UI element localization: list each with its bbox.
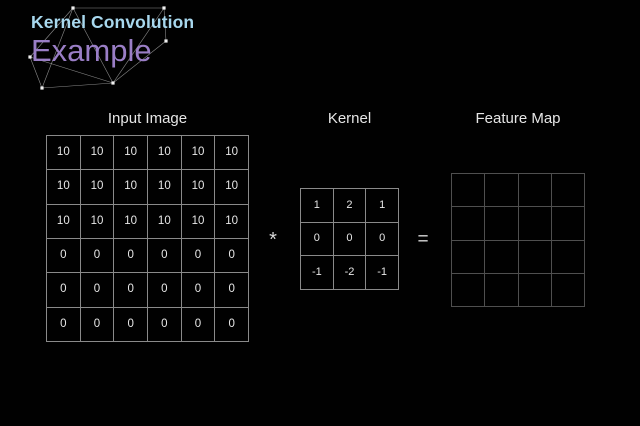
matrix-cell — [551, 273, 585, 307]
matrix-cell: 0 — [80, 273, 115, 308]
matrix-cell: 10 — [80, 204, 115, 239]
constellation-node-0 — [71, 6, 75, 10]
matrix-cell: 10 — [80, 136, 115, 171]
page-subtitle: Example — [31, 33, 152, 68]
matrix-cell: 0 — [181, 273, 216, 308]
title-block: Kernel Convolution Example — [31, 12, 194, 69]
matrix-cell — [485, 273, 519, 307]
matrix-cell: 0 — [80, 238, 115, 274]
matrix-cell — [518, 273, 552, 307]
matrix-cell: 0 — [333, 222, 367, 257]
matrix-cell — [551, 174, 585, 208]
matrix-cell — [452, 174, 486, 208]
matrix-cell — [485, 207, 519, 241]
matrix-cell: 10 — [47, 136, 81, 171]
matrix-cell: 10 — [114, 204, 148, 239]
matrix-cell: 0 — [181, 307, 216, 342]
matrix-cell — [452, 273, 486, 307]
matrix-cell: 0 — [148, 307, 182, 342]
matrix-cell — [551, 207, 585, 241]
feature-map-grid — [451, 173, 585, 307]
matrix-cell: 0 — [47, 307, 81, 342]
matrix-cell — [452, 240, 486, 274]
matrix-cell: 10 — [148, 204, 182, 239]
matrix-cell: 10 — [181, 136, 216, 171]
page-title: Kernel Convolution — [31, 12, 195, 32]
matrix-cell: 10 — [215, 170, 249, 205]
kernel-heading: Kernel — [327, 110, 372, 127]
matrix-cell: 10 — [114, 170, 148, 205]
matrix-cell: 10 — [47, 204, 81, 239]
matrix-cell: 0 — [181, 238, 216, 274]
matrix-cell — [485, 174, 519, 208]
matrix-cell: 10 — [148, 170, 182, 205]
matrix-cell — [551, 240, 585, 274]
matrix-cell: 10 — [181, 170, 216, 205]
matrix-cell: 10 — [215, 136, 249, 171]
matrix-cell: -1 — [301, 256, 334, 290]
matrix-cell: 10 — [114, 136, 148, 171]
matrix-cell: 1 — [366, 189, 399, 223]
equals-operator: = — [417, 229, 429, 250]
matrix-cell: -2 — [333, 256, 367, 290]
matrix-cell — [452, 207, 486, 241]
matrix-cell: 2 — [333, 189, 367, 223]
matrix-cell: 0 — [215, 273, 249, 308]
matrix-cell: -1 — [366, 256, 399, 290]
constellation-node-1 — [162, 6, 166, 10]
matrix-cell: 10 — [148, 136, 182, 171]
matrix-cell — [518, 174, 552, 208]
feature-map-heading: Feature Map — [475, 110, 561, 127]
matrix-cell — [518, 207, 552, 241]
matrix-cell: 1 — [301, 189, 334, 223]
constellation-node-3 — [40, 86, 44, 90]
matrix-cell: 0 — [114, 238, 148, 274]
matrix-cell: 10 — [47, 170, 81, 205]
constellation-node-4 — [111, 81, 115, 85]
matrix-cell: 0 — [47, 238, 81, 274]
matrix-cell: 0 — [114, 273, 148, 308]
matrix-cell: 0 — [215, 238, 249, 274]
matrix-cell: 10 — [80, 170, 115, 205]
matrix-cell: 10 — [181, 204, 216, 239]
matrix-cell: 0 — [47, 273, 81, 308]
matrix-cell: 0 — [301, 222, 334, 257]
matrix-cell: 10 — [215, 204, 249, 239]
matrix-cell: 0 — [215, 307, 249, 342]
convolution-operator: * — [269, 229, 277, 251]
matrix-cell — [518, 240, 552, 274]
matrix-cell: 0 — [148, 273, 182, 308]
matrix-cell: 0 — [114, 307, 148, 342]
matrix-cell: 0 — [80, 307, 115, 342]
matrix-cell — [485, 240, 519, 274]
matrix-cell: 0 — [148, 238, 182, 274]
matrix-cell: 0 — [366, 222, 399, 257]
input-image-heading: Input Image — [107, 110, 188, 127]
